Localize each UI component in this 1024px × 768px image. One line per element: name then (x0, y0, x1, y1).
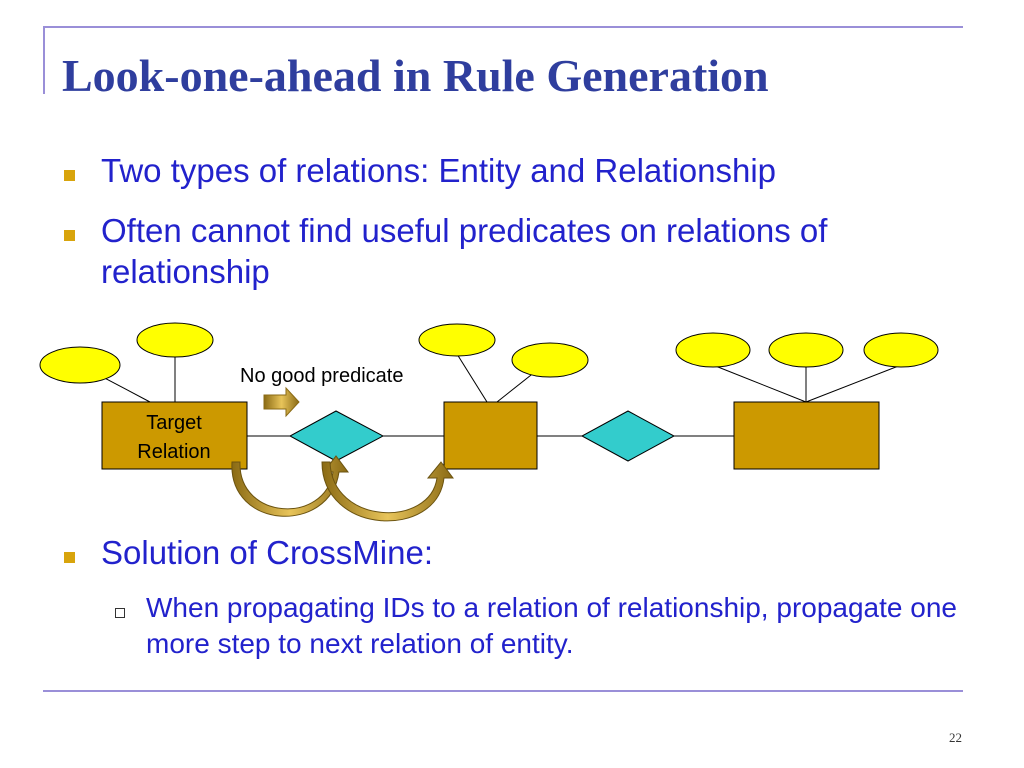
bullet-crossmine-solution: Solution of CrossMine: (101, 534, 433, 571)
frame-left-rule (43, 26, 45, 94)
attribute-ellipse (511, 342, 589, 378)
bullet-square-icon (64, 552, 75, 563)
target-label-line2: Relation (137, 441, 210, 463)
propagation-curved-arrow-icon (321, 461, 454, 522)
attribute-ellipse (136, 322, 214, 358)
bullet-square-icon (64, 170, 75, 181)
entity-relation (443, 401, 538, 470)
relationship-diamond (580, 410, 676, 462)
bullet-square-icon (64, 230, 75, 241)
page-number: 22 (949, 730, 962, 745)
relationship-diamond (288, 410, 385, 462)
sub-bullet-propagate-step: When propagating IDs to a relation of re… (146, 592, 957, 659)
attribute-ellipse (39, 346, 121, 384)
attribute-ellipse (675, 332, 751, 368)
target-relation-entity (101, 401, 248, 470)
pointer-arrow-icon (263, 386, 300, 418)
attribute-ellipse (418, 323, 496, 357)
bullet-entity-relationship: Two types of relations: Entity and Relat… (101, 152, 777, 189)
attribute-ellipse (768, 332, 844, 368)
target-label-line1: Target (146, 412, 202, 434)
bullet-no-useful-predicates: Often cannot find useful predicates on r… (101, 212, 828, 290)
attribute-ellipse (863, 332, 939, 368)
slide-title: Look-one-ahead in Rule Generation (62, 50, 769, 101)
no-good-predicate-label: No good predicate (240, 365, 403, 387)
entity-relation (733, 401, 880, 470)
sub-bullet-square-icon (115, 608, 125, 618)
frame-bottom-rule (43, 690, 963, 692)
propagation-curved-arrow-icon (231, 455, 349, 517)
frame-top-rule (43, 26, 963, 28)
